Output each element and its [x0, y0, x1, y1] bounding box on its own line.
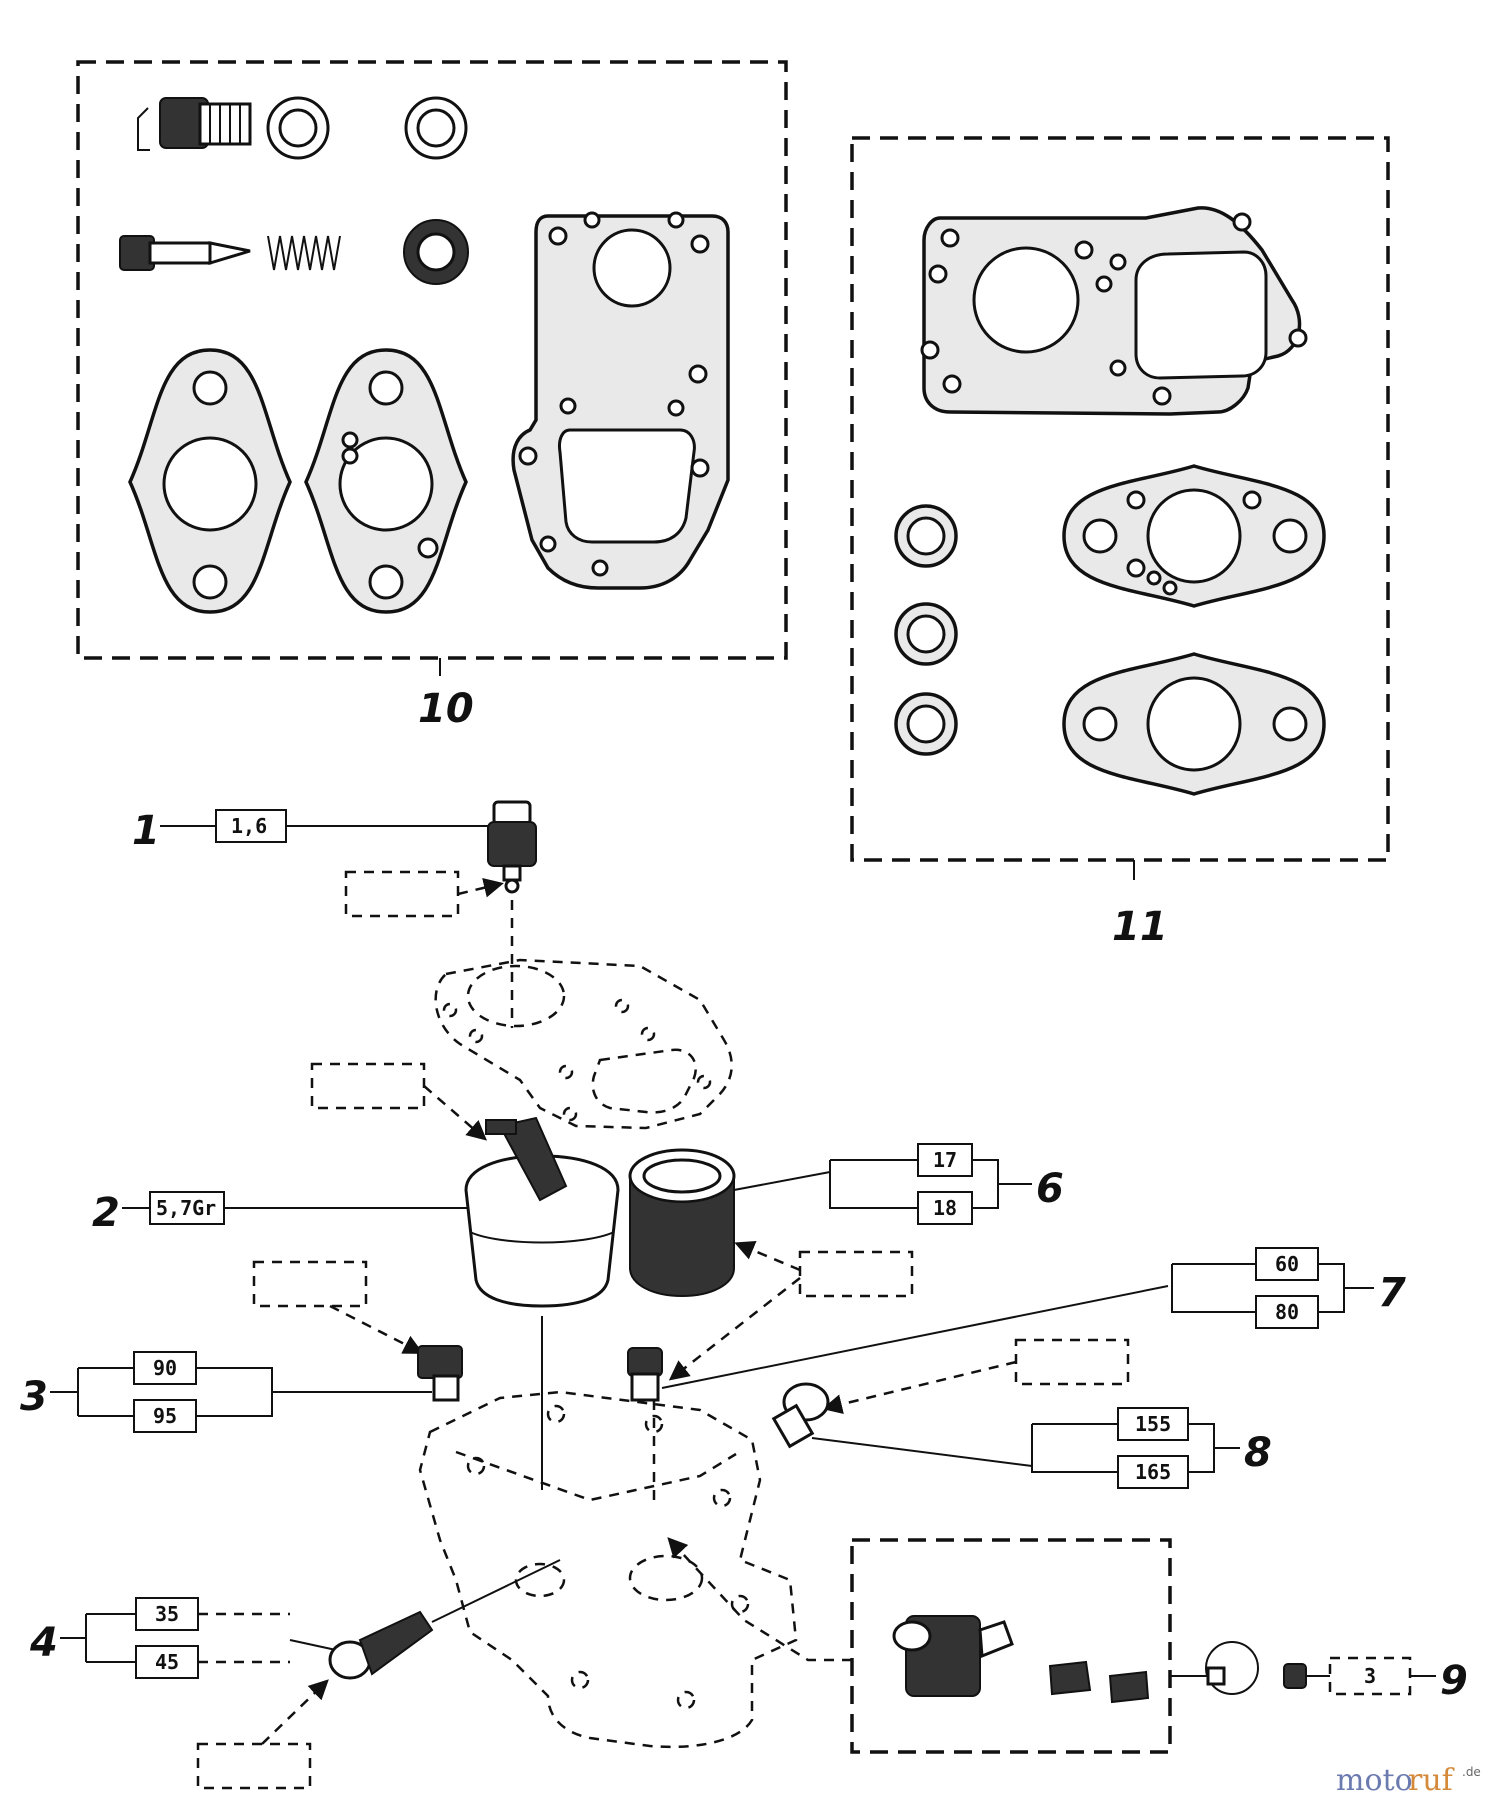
callout-11: 11 [1112, 904, 1168, 950]
value-label-8a: 155 [1135, 1412, 1171, 1436]
callout-10: 10 [418, 686, 474, 732]
callout-8: 8 [1244, 1430, 1272, 1476]
empty-box [252, 1260, 368, 1308]
watermark: moto ruf .de [1336, 1763, 1481, 1798]
value-label-8b: 165 [1135, 1460, 1171, 1484]
watermark-brand-part2: ruf [1408, 1763, 1455, 1798]
air-jet-part [771, 1382, 830, 1449]
value-label-1: 1,6 [231, 814, 267, 838]
banjo-kit-frame [850, 1538, 1172, 1754]
callout-3: 3 [20, 1374, 48, 1420]
callout-4: 4 [29, 1620, 58, 1666]
watermark-brand-part1: moto [1336, 1763, 1413, 1798]
watermark-tld: .de [1462, 1765, 1481, 1779]
callout-7: 7 [1378, 1270, 1406, 1316]
value-label-9: 3 [1364, 1664, 1376, 1688]
cover-gasket-outline [434, 958, 733, 1130]
flange-gasket [1062, 464, 1326, 608]
empty-box [344, 870, 460, 918]
value-label-3b: 95 [153, 1404, 177, 1428]
kit-11-frame [850, 136, 1390, 862]
callout-1: 1 [132, 808, 160, 854]
carburetor-body-outline [418, 1390, 798, 1749]
cover-gasket [920, 206, 1308, 416]
idle-screw-part [328, 1610, 434, 1680]
flange-gasket [304, 348, 468, 614]
flange-gasket [128, 348, 292, 614]
callout-6: 6 [1036, 1166, 1064, 1212]
value-label-6b: 18 [933, 1196, 957, 1220]
value-label-4b: 45 [155, 1650, 179, 1674]
kit-10-frame [76, 60, 788, 660]
banjo-kit-group: 3 9 [667, 1537, 1468, 1754]
banjo-fitting-part [892, 1615, 1014, 1697]
value-label-3a: 90 [153, 1356, 177, 1380]
empty-box [798, 1250, 914, 1298]
jet-sleeve-part [628, 1148, 736, 1298]
spring-part [267, 235, 341, 271]
plug-screw-part [417, 1345, 463, 1402]
spring-part [1048, 1660, 1092, 1696]
flange-gasket [1062, 652, 1326, 796]
value-label-7a: 60 [1275, 1252, 1299, 1276]
kit-11-group: 11 [850, 136, 1390, 950]
value-label-7b: 80 [1275, 1300, 1299, 1324]
fitting-part [137, 97, 252, 151]
callout-2: 2 [92, 1190, 120, 1236]
empty-box [1014, 1338, 1130, 1386]
value-label-6a: 17 [933, 1148, 957, 1172]
cover-gasket [511, 211, 730, 590]
jet-part [627, 1347, 663, 1402]
needle-valve-part [487, 800, 537, 894]
value-label-4a: 35 [155, 1602, 179, 1626]
value-label-2: 5,7Gr [156, 1196, 216, 1220]
kit-10-group: 10 [76, 60, 788, 732]
callout-9: 9 [1440, 1658, 1468, 1704]
spring-part [1108, 1670, 1150, 1704]
needle-screw-part [119, 235, 251, 271]
empty-box [310, 1062, 426, 1110]
empty-box [196, 1742, 312, 1790]
float-part [464, 1116, 620, 1308]
